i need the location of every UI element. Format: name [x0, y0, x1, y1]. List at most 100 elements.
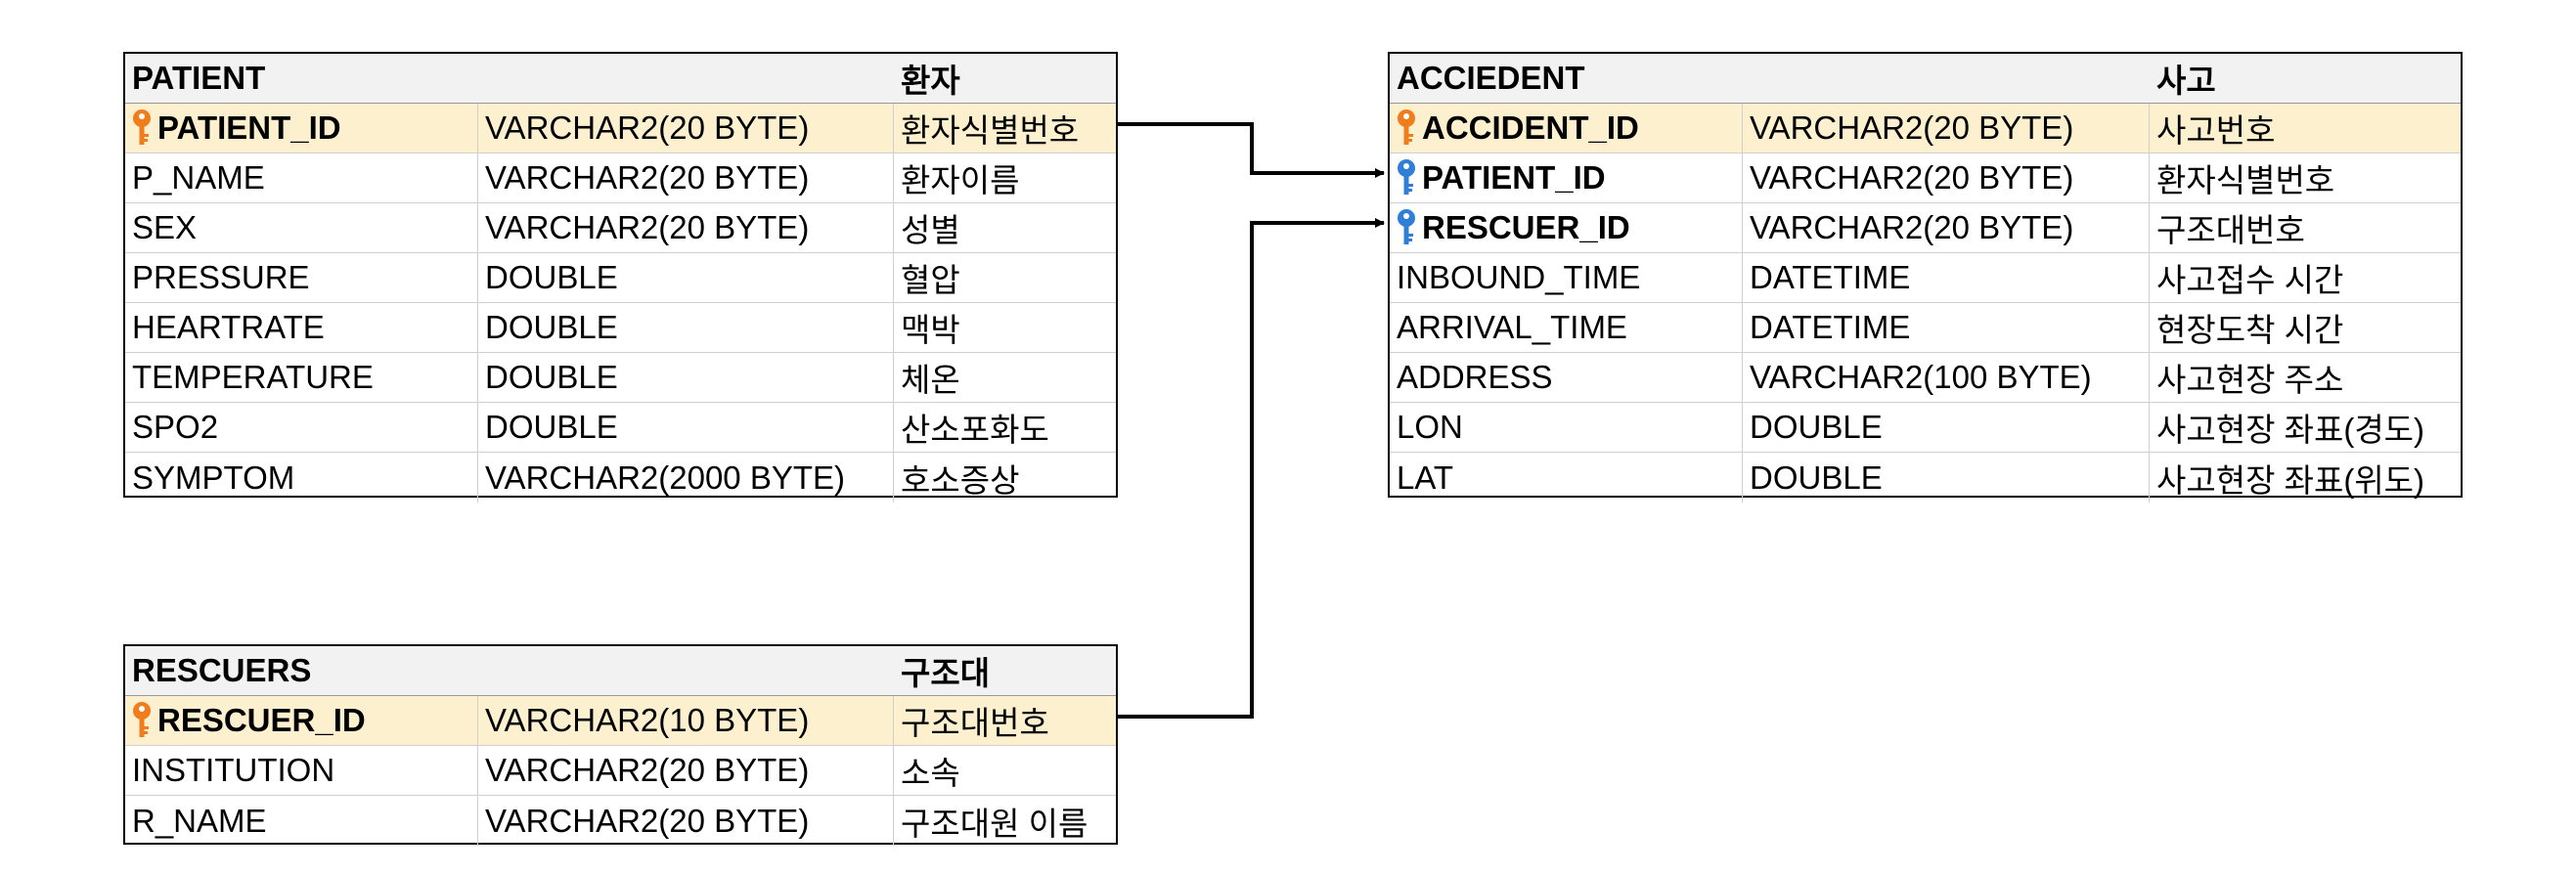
column-type: VARCHAR2(2000 BYTE)	[478, 453, 894, 503]
column-name: PATIENT_ID	[1422, 159, 1606, 196]
table-header: RESCUERS 구조대	[125, 646, 1116, 696]
column-name: R_NAME	[132, 802, 267, 839]
table-comment: 사고	[2156, 63, 2216, 99]
column-name-cell: INSTITUTION	[125, 746, 478, 795]
column-type: VARCHAR2(100 BYTE)	[1743, 353, 2150, 402]
column-comment: 소속	[901, 755, 960, 791]
column-comment: 혈압	[901, 262, 960, 298]
table-header: PATIENT 환자	[125, 54, 1116, 104]
table-header: ACCIEDENT 사고	[1390, 54, 2461, 104]
column-type: VARCHAR2(20 BYTE)	[1743, 153, 2150, 202]
column-name: RESCUER_ID	[1422, 209, 1630, 245]
foreign-key-icon	[1398, 209, 1415, 244]
column-name: TEMPERATURE	[132, 359, 374, 395]
column-type: VARCHAR2(20 BYTE)	[478, 746, 894, 795]
column-name: HEARTRATE	[132, 309, 325, 345]
column-comment: 환자이름	[901, 162, 1020, 198]
table-name: RESCUERS	[132, 652, 312, 688]
column-comment: 현장도착 시간	[2156, 312, 2344, 348]
column-type: DOUBLE	[478, 353, 894, 402]
column-row[interactable]: R_NAME VARCHAR2(20 BYTE)구조대원 이름	[125, 796, 1116, 846]
column-comment: 체온	[901, 362, 960, 398]
column-comment: 사고현장 좌표(경도)	[2156, 412, 2425, 448]
column-type: VARCHAR2(20 BYTE)	[478, 203, 894, 252]
column-comment: 구조대번호	[901, 705, 1049, 741]
column-name: SPO2	[132, 409, 219, 445]
column-comment: 산소포화도	[901, 412, 1049, 448]
column-comment: 구조대번호	[2156, 212, 2305, 248]
column-name: P_NAME	[132, 159, 265, 196]
column-type: DOUBLE	[1743, 403, 2150, 452]
column-name-cell: RESCUER_ID	[1390, 203, 1743, 252]
column-name: RESCUER_ID	[157, 702, 366, 738]
column-name-cell: R_NAME	[125, 796, 478, 846]
column-name-cell: INBOUND_TIME	[1390, 253, 1743, 302]
column-type: VARCHAR2(10 BYTE)	[478, 696, 894, 745]
column-comment: 사고번호	[2156, 112, 2276, 149]
column-comment: 환자식별번호	[901, 112, 1080, 149]
column-name-cell: HEARTRATE	[125, 303, 478, 352]
column-name: PRESSURE	[132, 259, 310, 295]
column-type: VARCHAR2(20 BYTE)	[478, 153, 894, 202]
primary-key-icon	[1398, 109, 1415, 145]
column-name: LON	[1397, 409, 1463, 445]
patient-to-accident-connector	[1117, 122, 1385, 178]
column-name-cell: PRESSURE	[125, 253, 478, 302]
column-type: DOUBLE	[478, 253, 894, 302]
rescuers-table[interactable]: RESCUERS 구조대 RESCUER_ID VARCHAR2(10 BYTE)…	[123, 644, 1118, 846]
column-name-cell: LAT	[1390, 453, 1743, 503]
column-name-cell: ACCIDENT_ID	[1390, 104, 1743, 153]
column-name: INSTITUTION	[132, 752, 335, 788]
column-name-cell: RESCUER_ID	[125, 696, 478, 745]
column-name-cell: ADDRESS	[1390, 353, 1743, 402]
column-type: DOUBLE	[1743, 453, 2150, 503]
table-comment: 환자	[901, 63, 960, 99]
column-name-cell: LON	[1390, 403, 1743, 452]
column-type: VARCHAR2(20 BYTE)	[478, 104, 894, 153]
column-comment: 맥박	[901, 312, 960, 348]
column-comment: 사고현장 주소	[2156, 362, 2344, 398]
column-name: LAT	[1397, 459, 1454, 496]
column-name-cell: SEX	[125, 203, 478, 252]
column-row[interactable]: PATIENT_ID VARCHAR2(20 BYTE)환자식별번호	[1390, 153, 2461, 203]
column-name: INBOUND_TIME	[1397, 259, 1641, 295]
column-name-cell: PATIENT_ID	[125, 104, 478, 153]
column-name: ACCIDENT_ID	[1422, 109, 1639, 146]
column-name: SYMPTOM	[132, 459, 295, 496]
column-name: ARRIVAL_TIME	[1397, 309, 1627, 345]
column-row[interactable]: P_NAME VARCHAR2(20 BYTE)환자이름	[125, 153, 1116, 203]
foreign-key-icon	[1398, 159, 1415, 195]
column-row[interactable]: RESCUER_ID VARCHAR2(10 BYTE)구조대번호	[125, 696, 1116, 746]
column-row[interactable]: SYMPTOM VARCHAR2(2000 BYTE)호소증상	[125, 453, 1116, 503]
column-comment: 구조대원 이름	[901, 805, 1088, 842]
column-name: ADDRESS	[1397, 359, 1553, 395]
column-row[interactable]: ADDRESS VARCHAR2(100 BYTE)사고현장 주소	[1390, 353, 2461, 403]
column-comment: 환자식별번호	[2156, 162, 2335, 198]
column-comment: 사고접수 시간	[2156, 262, 2344, 298]
column-comment: 사고현장 좌표(위도)	[2156, 461, 2425, 499]
column-comment: 호소증상	[901, 461, 1020, 499]
column-type: DOUBLE	[478, 403, 894, 452]
column-row[interactable]: INSTITUTION VARCHAR2(20 BYTE)소속	[125, 746, 1116, 796]
column-type: VARCHAR2(20 BYTE)	[478, 796, 894, 846]
table-name: PATIENT	[132, 60, 266, 96]
rescuers-to-accident-connector	[1117, 218, 1385, 719]
column-name-cell: TEMPERATURE	[125, 353, 478, 402]
column-type: DATETIME	[1743, 303, 2150, 352]
column-name-cell: PATIENT_ID	[1390, 153, 1743, 202]
